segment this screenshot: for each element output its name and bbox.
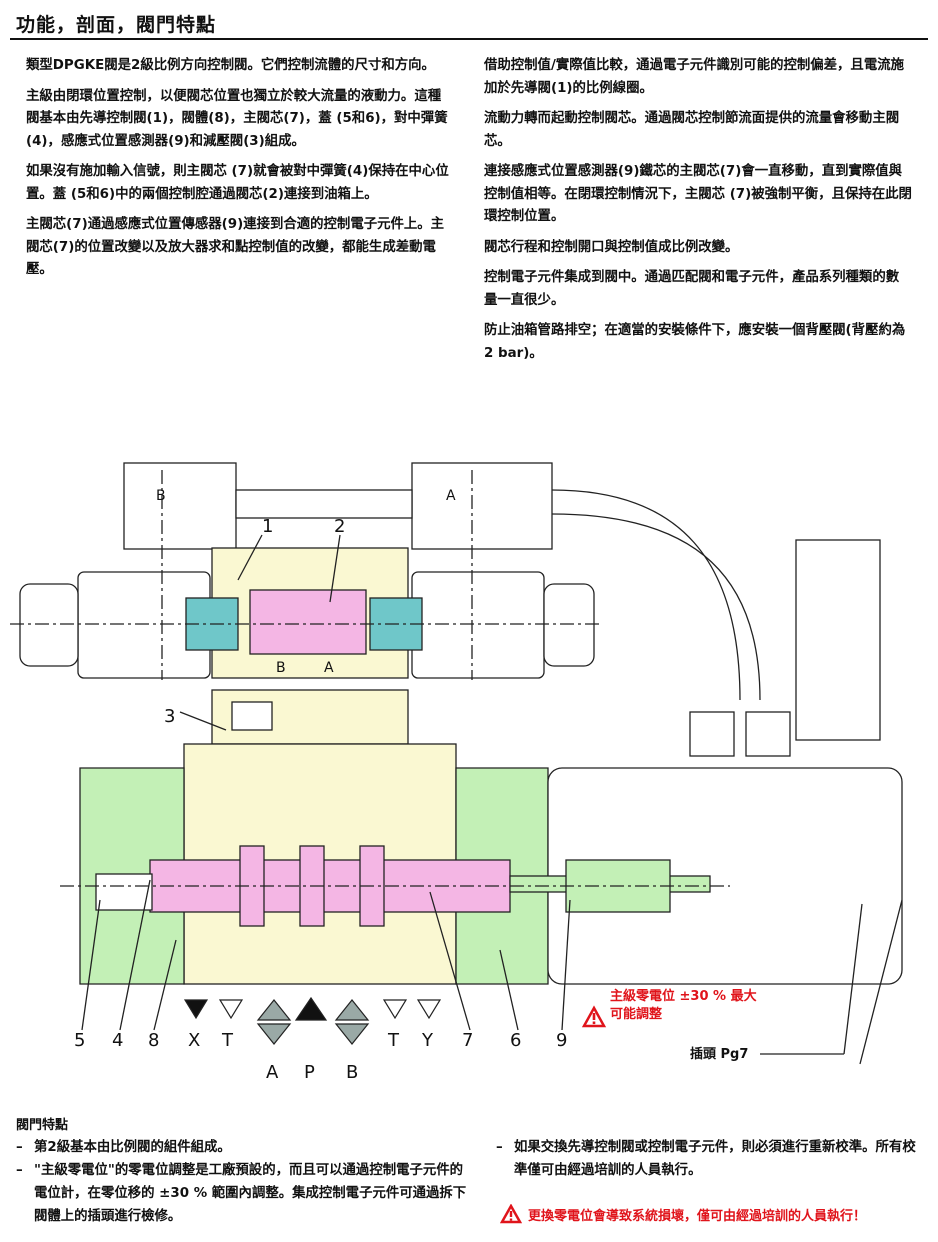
callout-5: 5 [74, 1030, 85, 1051]
connector-a [411, 462, 553, 550]
solenoid-b-label: B [156, 488, 166, 504]
paragraph: 主閥芯(7)通過感應式位置傳感器(9)連接到合適的控制電子元件上。主閥芯(7)的… [26, 217, 445, 277]
features-left: –第2級基本由比例閥的組件組成。 –"主級零電位"的零電位調整是工廠預設的，而且… [16, 1136, 476, 1228]
warning-icon [500, 1204, 522, 1224]
callout-1: 1 [262, 516, 273, 537]
paragraph: 控制電子元件集成到閥中。通過匹配閥和電子元件，產品系列種類的數量一直很少。 [484, 270, 900, 308]
list-item: –第2級基本由比例閥的組件組成。 [16, 1140, 231, 1155]
warning-icon [581, 1005, 607, 1028]
section-title: 功能，剖面，閥門特點 [16, 14, 217, 36]
callout-2: 2 [334, 516, 345, 537]
callout-3: 3 [164, 706, 175, 727]
list-item: –"主級零電位"的零電位調整是工廠預設的，而且可以通過控制電子元件的電位計，在零… [16, 1163, 467, 1224]
plug-label: 插頭 Pg7 [690, 1046, 748, 1062]
pilot-b-label: B [276, 660, 286, 676]
features-title: 閥門特點 [16, 1118, 69, 1133]
callout-t-right: T [387, 1030, 400, 1051]
bottom-warning: 更換零電位會導致系統損壞，僅可由經過培訓的人員執行！ [500, 1204, 866, 1224]
zero-point-warning-2: 可能調整 [610, 1006, 663, 1022]
callout-9: 9 [556, 1030, 567, 1051]
port-x-triangle [183, 999, 209, 1020]
paragraph: 連接感應式位置感測器(9)鐵芯的主閥芯(7)會一直移動，直到實際值與控制值相等。… [484, 164, 912, 224]
callout-8: 8 [148, 1030, 159, 1051]
paragraph: 類型DPGKE閥是2級比例方向控制閥。它們控制流體的尺寸和方向。 [26, 58, 435, 73]
callout-t-left: T [221, 1030, 234, 1051]
callout-6: 6 [510, 1030, 521, 1051]
paragraph: 主級由閉環位置控制，以便閥芯位置也獨立於較大流量的液動力。這種閥基本由先導控制閥… [26, 88, 448, 149]
connector-b [123, 462, 237, 550]
features-right: –如果交換先導控制閥或控制電子元件，則必須進行重新校準。所有校準僅可由經過培訓的… [496, 1136, 926, 1182]
list-item: –如果交換先導控制閥或控制電子元件，則必須進行重新校準。所有校準僅可由經過培訓的… [496, 1140, 916, 1178]
left-column: 類型DPGKE閥是2級比例方向控制閥。它們控制流體的尺寸和方向。 主級由閉環位置… [26, 55, 454, 290]
callout-4: 4 [112, 1030, 123, 1051]
port-b-label: B [346, 1062, 358, 1083]
solenoid-a [411, 571, 545, 679]
port-p-label: P [304, 1062, 315, 1083]
pilot-a-label: A [324, 660, 334, 676]
paragraph: 如果沒有施加輸入信號，則主閥芯 (7)就會被對中彈簧(4)保持在中心位置。蓋 (… [26, 164, 449, 202]
callout-7: 7 [462, 1030, 473, 1051]
paragraph: 閥芯行程和控制開口與控制值成比例改變。 [484, 239, 739, 255]
solenoid-a-label: A [446, 488, 456, 504]
paragraph: 借助控制值/實際值比較，通過電子元件識別可能的控制偏差，且電流施加於先導閥(1)… [484, 58, 904, 96]
section-header: 功能，剖面，閥門特點 [10, 6, 928, 40]
port-a-label: A [266, 1062, 279, 1083]
right-column: 借助控制值/實際值比較，通過電子元件識別可能的控制偏差，且電流施加於先導閥(1)… [484, 55, 912, 373]
paragraph: 防止油箱管路排空；在適當的安裝條件下，應安裝一個背壓閥(背壓約為2 bar)。 [484, 323, 906, 361]
paragraph: 流動力轉而起動控制閥芯。通過閥芯控制節流面提供的流量會移動主閥芯。 [484, 111, 900, 149]
zero-point-warning-1: 主級零電位 ±30 % 最大 [610, 988, 757, 1004]
valve-section-diagram: B A B A 1 2 3 5 4 8 X T T Y 7 6 9 A P B … [10, 462, 903, 1083]
callout-y: Y [421, 1030, 434, 1051]
callout-x: X [188, 1030, 200, 1051]
